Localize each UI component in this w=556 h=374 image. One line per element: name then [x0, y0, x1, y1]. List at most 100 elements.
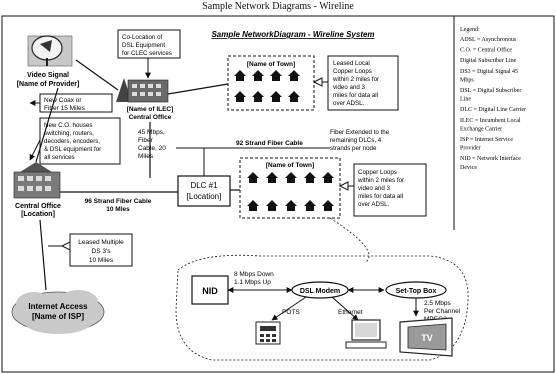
legend-entry-5: DLC = Digital Line Carrier: [460, 107, 526, 113]
home-area-outline: [175, 254, 469, 361]
ilec-central-office: Central Office: [129, 114, 172, 121]
copper-loops-text: Copper Loops within 2 miles for video an…: [357, 169, 404, 208]
town-mid-box: [239, 157, 341, 219]
video-to-co-link: [35, 87, 59, 163]
ilec-name: [Name of ILEC]: [127, 106, 174, 113]
legend-entry-0: ADSL = Asynchronous: [460, 37, 517, 43]
leased-copper-arrowhead: [312, 77, 323, 87]
telephone-icon: [255, 321, 281, 345]
dlc-label: DLC #1: [190, 181, 218, 190]
legend-entry-3-cont: Mbps: [460, 77, 474, 83]
svg-text:miles for data all: miles for data all: [358, 193, 403, 200]
svg-text:Copper Loops: Copper Loops: [358, 169, 397, 176]
new-coax-line-1: New Coax or: [44, 97, 82, 104]
co-to-internet-link: [39, 219, 47, 291]
legend-entry-3: DS3 = Digital Signal 45: [460, 69, 518, 75]
colocation-line-3: for CLEC services: [122, 50, 172, 57]
svg-text:video and 3: video and 3: [333, 84, 366, 91]
svg-text:Copper Loops: Copper Loops: [333, 68, 372, 75]
isp-label: [Name of ISP]: [32, 312, 84, 321]
svg-text:New C.O. houses: New C.O. houses: [44, 122, 93, 129]
legend-entry-1: C.O. = Central Office: [460, 47, 512, 54]
internet-cloud-icon: [11, 290, 105, 334]
central-office-label: Central Office: [15, 203, 61, 210]
video-provider-label: [Name of Provider]: [17, 81, 80, 88]
satellite-dish-icon: [27, 35, 73, 67]
legend-entry-4: DSL = Digital Subscriber: [460, 88, 521, 94]
new-co-pointer: [29, 139, 41, 161]
tv-icon: [399, 317, 453, 357]
legend-heading: Legend:: [460, 27, 480, 33]
central-office-location: [Location]: [21, 211, 55, 218]
fiber-extended-text: Fiber Extended to the remaining DLCs, 4 …: [330, 129, 390, 152]
svg-text:Leased Local: Leased Local: [333, 60, 370, 67]
svg-text:Miles: Miles: [138, 153, 154, 160]
settop-label: Set-Top Box: [396, 288, 437, 295]
computer-icon: [345, 319, 387, 349]
speed-up-label: 1.1 Mbps Up: [234, 279, 271, 286]
colocation-line-2: DSL Equipment: [122, 42, 165, 49]
leased-ds3-arrowhead: [60, 241, 71, 251]
new-co-box: [39, 117, 121, 165]
svg-text:switching, routers,: switching, routers,: [44, 130, 94, 137]
pots-label: POTS: [282, 309, 300, 316]
nid-label: NID: [202, 286, 218, 296]
ilec-to-town-link: [167, 83, 229, 95]
fiber-96-distance: 10 Mles: [106, 206, 130, 213]
colocation-line-1: Co-Location of: [122, 34, 163, 41]
leased-ds3-line-2: DS 3's: [92, 248, 112, 255]
town-mid-label: [Name of Town]: [266, 162, 314, 169]
svg-text:over ADSL.: over ADSL.: [358, 201, 390, 208]
fiber-92-label: 92 Strand Fiber Cable: [236, 140, 303, 147]
modem-to-computer-link: [331, 296, 359, 321]
page-title: Sample Network Diagrams - Wireline: [202, 1, 354, 12]
new-co-text: New C.O. houses switching, routers, deco…: [44, 122, 101, 161]
fiber-96-label: 96 Strand Fiber Cable: [85, 198, 152, 205]
svg-text:Per Channel: Per Channel: [424, 308, 461, 315]
modem-to-phone-link: [271, 296, 307, 321]
leased-ds3-line-1: Leased Multiple: [78, 239, 124, 246]
tv-label: TV: [421, 333, 433, 343]
colocation-box: [117, 29, 181, 59]
leased-copper-box: [327, 55, 399, 111]
new-coax-line-2: Fiber 15 Miles: [44, 105, 86, 112]
copper-loops-arrowhead: [338, 181, 349, 191]
svg-text:Fiber Extended to the: Fiber Extended to the: [330, 129, 390, 136]
town-top-houses: [234, 70, 300, 102]
svg-text:45 Mbps,: 45 Mbps,: [138, 129, 165, 136]
svg-text:strands per node: strands per node: [330, 145, 377, 152]
dlc-location: [Location]: [187, 192, 222, 201]
dsl-modem-label: DSL Modem: [300, 288, 340, 295]
svg-text:decoders, encoders,: decoders, encoders,: [44, 138, 100, 145]
leased-ds3-line-3: 10 Miles: [89, 257, 114, 264]
copper-loops-box: [353, 163, 427, 217]
leased-copper-text: Leased Local Copper Loops within 2 miles…: [332, 60, 379, 107]
fiber-45-label: 45 Mbps, Fiber Cable, 20 Miles: [138, 129, 166, 160]
svg-text:within 2 miles for: within 2 miles for: [357, 177, 404, 184]
town-top-box: [227, 55, 315, 111]
diagram-frame: [1, 15, 555, 373]
svg-text:video and 3: video and 3: [358, 185, 391, 192]
ethernet-label: Ethernet: [338, 309, 363, 316]
svg-text:Fiber: Fiber: [138, 137, 154, 144]
dlc-box: [177, 175, 231, 207]
svg-text:all services: all services: [44, 154, 75, 161]
svg-text:2.5 Mbps: 2.5 Mbps: [424, 300, 451, 307]
town-mid-houses: [247, 172, 334, 211]
legend-entry-2: Digital Subscriber Line: [460, 58, 517, 64]
legend-entry-4-cont: Line: [460, 97, 471, 103]
svg-text:& DSL equipment for: & DSL equipment for: [44, 146, 101, 153]
town-to-home-link: [329, 217, 370, 263]
legend-entry-6-cont: Exchange Carrier: [460, 126, 502, 132]
svg-text:remaining DLCs, 4: remaining DLCs, 4: [330, 137, 382, 144]
internet-label: Internet Access: [28, 302, 88, 311]
speed-down-label: 8 Mbps Down: [234, 271, 274, 278]
legend-entry-8: NID = Network Interface: [460, 155, 521, 162]
ilec-building-icon: [116, 78, 169, 103]
legend-entry-8-cont: Device: [460, 165, 477, 171]
video-to-ilec-link: [75, 59, 119, 91]
legend-entry-7: ISP = Internet Service: [460, 137, 513, 143]
town-top-label: [Name of Town]: [247, 61, 295, 68]
svg-text:within 2 miles for: within 2 miles for: [332, 76, 379, 83]
